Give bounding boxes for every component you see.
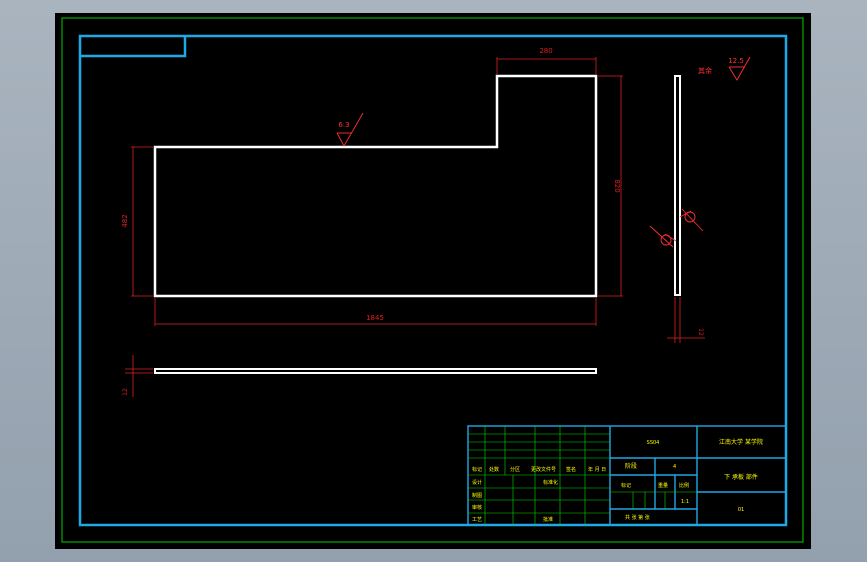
dim-side-thickness: 12 (697, 328, 704, 336)
roughness-symbol-side-2 (649, 225, 677, 248)
row-label-date: 年 月 日 (588, 466, 606, 473)
material-num: 4 (673, 464, 676, 470)
title-grid-green (468, 426, 697, 525)
row-label-count: 处数 (489, 466, 499, 473)
row-label-zone: 分区 (510, 466, 520, 473)
title-right-bottom: 01 (738, 507, 744, 513)
dimensions (125, 57, 705, 397)
check-label: 审核 (472, 504, 482, 511)
row-label-mark: 标记 (472, 466, 482, 473)
code-box (80, 36, 187, 58)
plate-front-view (153, 74, 598, 298)
dim-left-height: 482 (121, 214, 129, 227)
mark-label: 标记 (621, 482, 631, 489)
process-label: 工艺 (472, 517, 482, 523)
stage-label: 阶段 (625, 462, 637, 470)
scale-label: 比例 (679, 482, 689, 489)
row-label-doc: 更改文件号 (531, 466, 556, 473)
dim-strip-thickness: 12 (122, 388, 129, 396)
plate-side-view (674, 75, 681, 296)
design-label: 设计 (472, 479, 482, 486)
roughness-others-label: 其余 (698, 66, 712, 75)
roughness-symbol-others (728, 56, 751, 81)
roughness-others-value: 12.5 (728, 57, 744, 65)
approve-label: 批准 (543, 516, 553, 523)
dim-right-height: 820 (613, 179, 621, 192)
roughness-main-value: 6.3 (338, 121, 349, 129)
roughness-symbol-main (336, 112, 364, 147)
dim-top-width: 280 (539, 47, 552, 55)
weight-label: 重量 (658, 482, 668, 489)
roughness-symbol-side-1 (679, 208, 704, 232)
title-center-top: SS04 (647, 440, 660, 446)
standard-label: 标准化 (543, 479, 558, 486)
row-label-sign: 签名 (566, 466, 576, 473)
cad-drawing-canvas[interactable]: 280 820 482 1845 12 12 6.3 12.5 其余 (55, 13, 811, 549)
count-label: 共 张 第 张 (625, 514, 650, 521)
outer-border (61, 17, 804, 543)
drawing-sheet: 280 820 482 1845 12 12 6.3 12.5 其余 (61, 17, 804, 543)
plate-bottom-view (154, 368, 597, 374)
dim-bottom-length: 1845 (366, 314, 384, 322)
scale-value: 1:1 (681, 499, 689, 505)
title-right-top: 江南大学 某学院 (719, 438, 763, 446)
title-right-middle: 下 承板 部件 (724, 473, 758, 481)
drawing-frame (78, 34, 788, 527)
draw-label: 制图 (472, 492, 482, 499)
